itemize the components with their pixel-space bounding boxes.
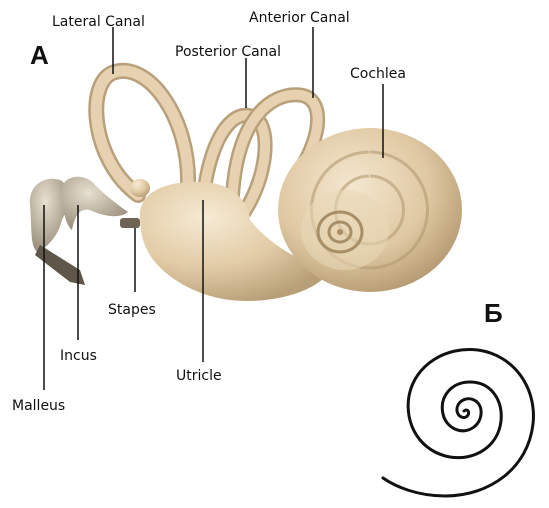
lateral-canal-shape: [96, 71, 188, 195]
label-malleus: Malleus: [12, 398, 65, 414]
panel-label-a: A: [30, 40, 49, 71]
label-posterior-canal: Posterior Canal: [175, 44, 281, 60]
label-lateral-canal: Lateral Canal: [52, 14, 145, 30]
cochlea-shape: [278, 128, 462, 292]
label-incus: Incus: [60, 348, 97, 364]
spiral-shape: [383, 349, 533, 496]
label-cochlea: Cochlea: [350, 66, 406, 82]
label-utricle: Utricle: [176, 368, 222, 384]
label-stapes: Stapes: [108, 302, 156, 318]
panel-label-b: Б: [484, 298, 503, 329]
label-anterior-canal: Anterior Canal: [249, 10, 350, 26]
